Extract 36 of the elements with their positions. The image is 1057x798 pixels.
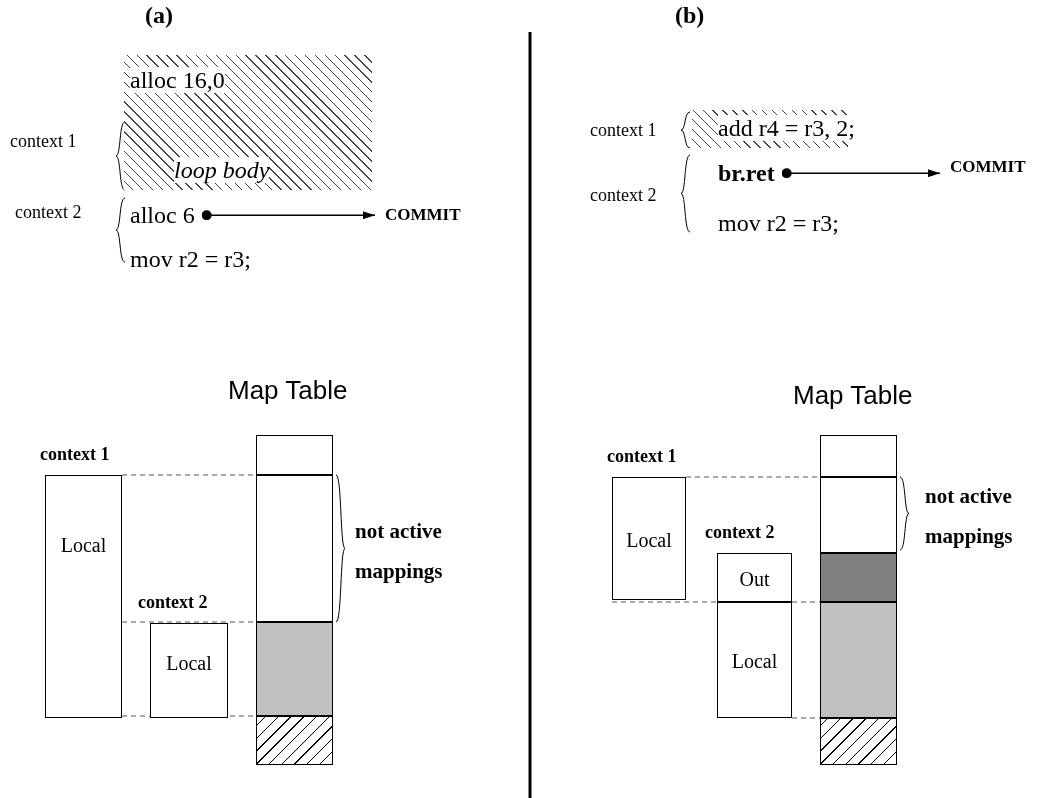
code-line: mov r2 = r3; <box>130 246 251 273</box>
panel-label: (a) <box>145 2 173 29</box>
region-label: Local <box>166 652 212 674</box>
map-table-segment <box>820 435 897 477</box>
map-table-segment <box>820 718 897 765</box>
code-line: alloc 6 <box>130 202 195 229</box>
annotation-text: not active mappings <box>355 518 444 585</box>
map-table-segment <box>256 435 333 475</box>
context-label: context 1 <box>590 121 657 141</box>
arrow <box>201 210 376 221</box>
code-line: mov r2 = r3; <box>718 210 839 237</box>
annotation-text: not active mappings <box>925 483 1014 550</box>
context-label: context 1 <box>40 445 110 465</box>
map-table-segment <box>820 477 897 553</box>
commit-label: COMMIT <box>950 158 1026 177</box>
table-title: Map Table <box>793 381 913 410</box>
map-table-segment <box>820 602 897 718</box>
region-label: Out <box>739 567 770 590</box>
context-label: context 2 <box>138 593 208 613</box>
map-table-segment <box>256 622 333 716</box>
context-label: context 2 <box>590 186 657 206</box>
region-label: Local <box>731 650 778 672</box>
context-label: context 2 <box>705 523 775 543</box>
panel-label: (b) <box>675 2 705 29</box>
context-label: context 1 <box>607 447 677 467</box>
context-label: context 1 <box>10 132 77 152</box>
arrow <box>781 168 941 179</box>
region-label: Local <box>60 534 107 556</box>
commit-label: COMMIT <box>385 206 461 225</box>
map-table-segment <box>256 475 333 622</box>
context-label: context 2 <box>15 203 82 223</box>
map-table-segment <box>820 553 897 602</box>
region-label: Local <box>626 528 672 551</box>
map-table-segment <box>256 716 333 765</box>
table-title: Map Table <box>228 376 348 405</box>
code-line: br.ret <box>718 160 775 187</box>
